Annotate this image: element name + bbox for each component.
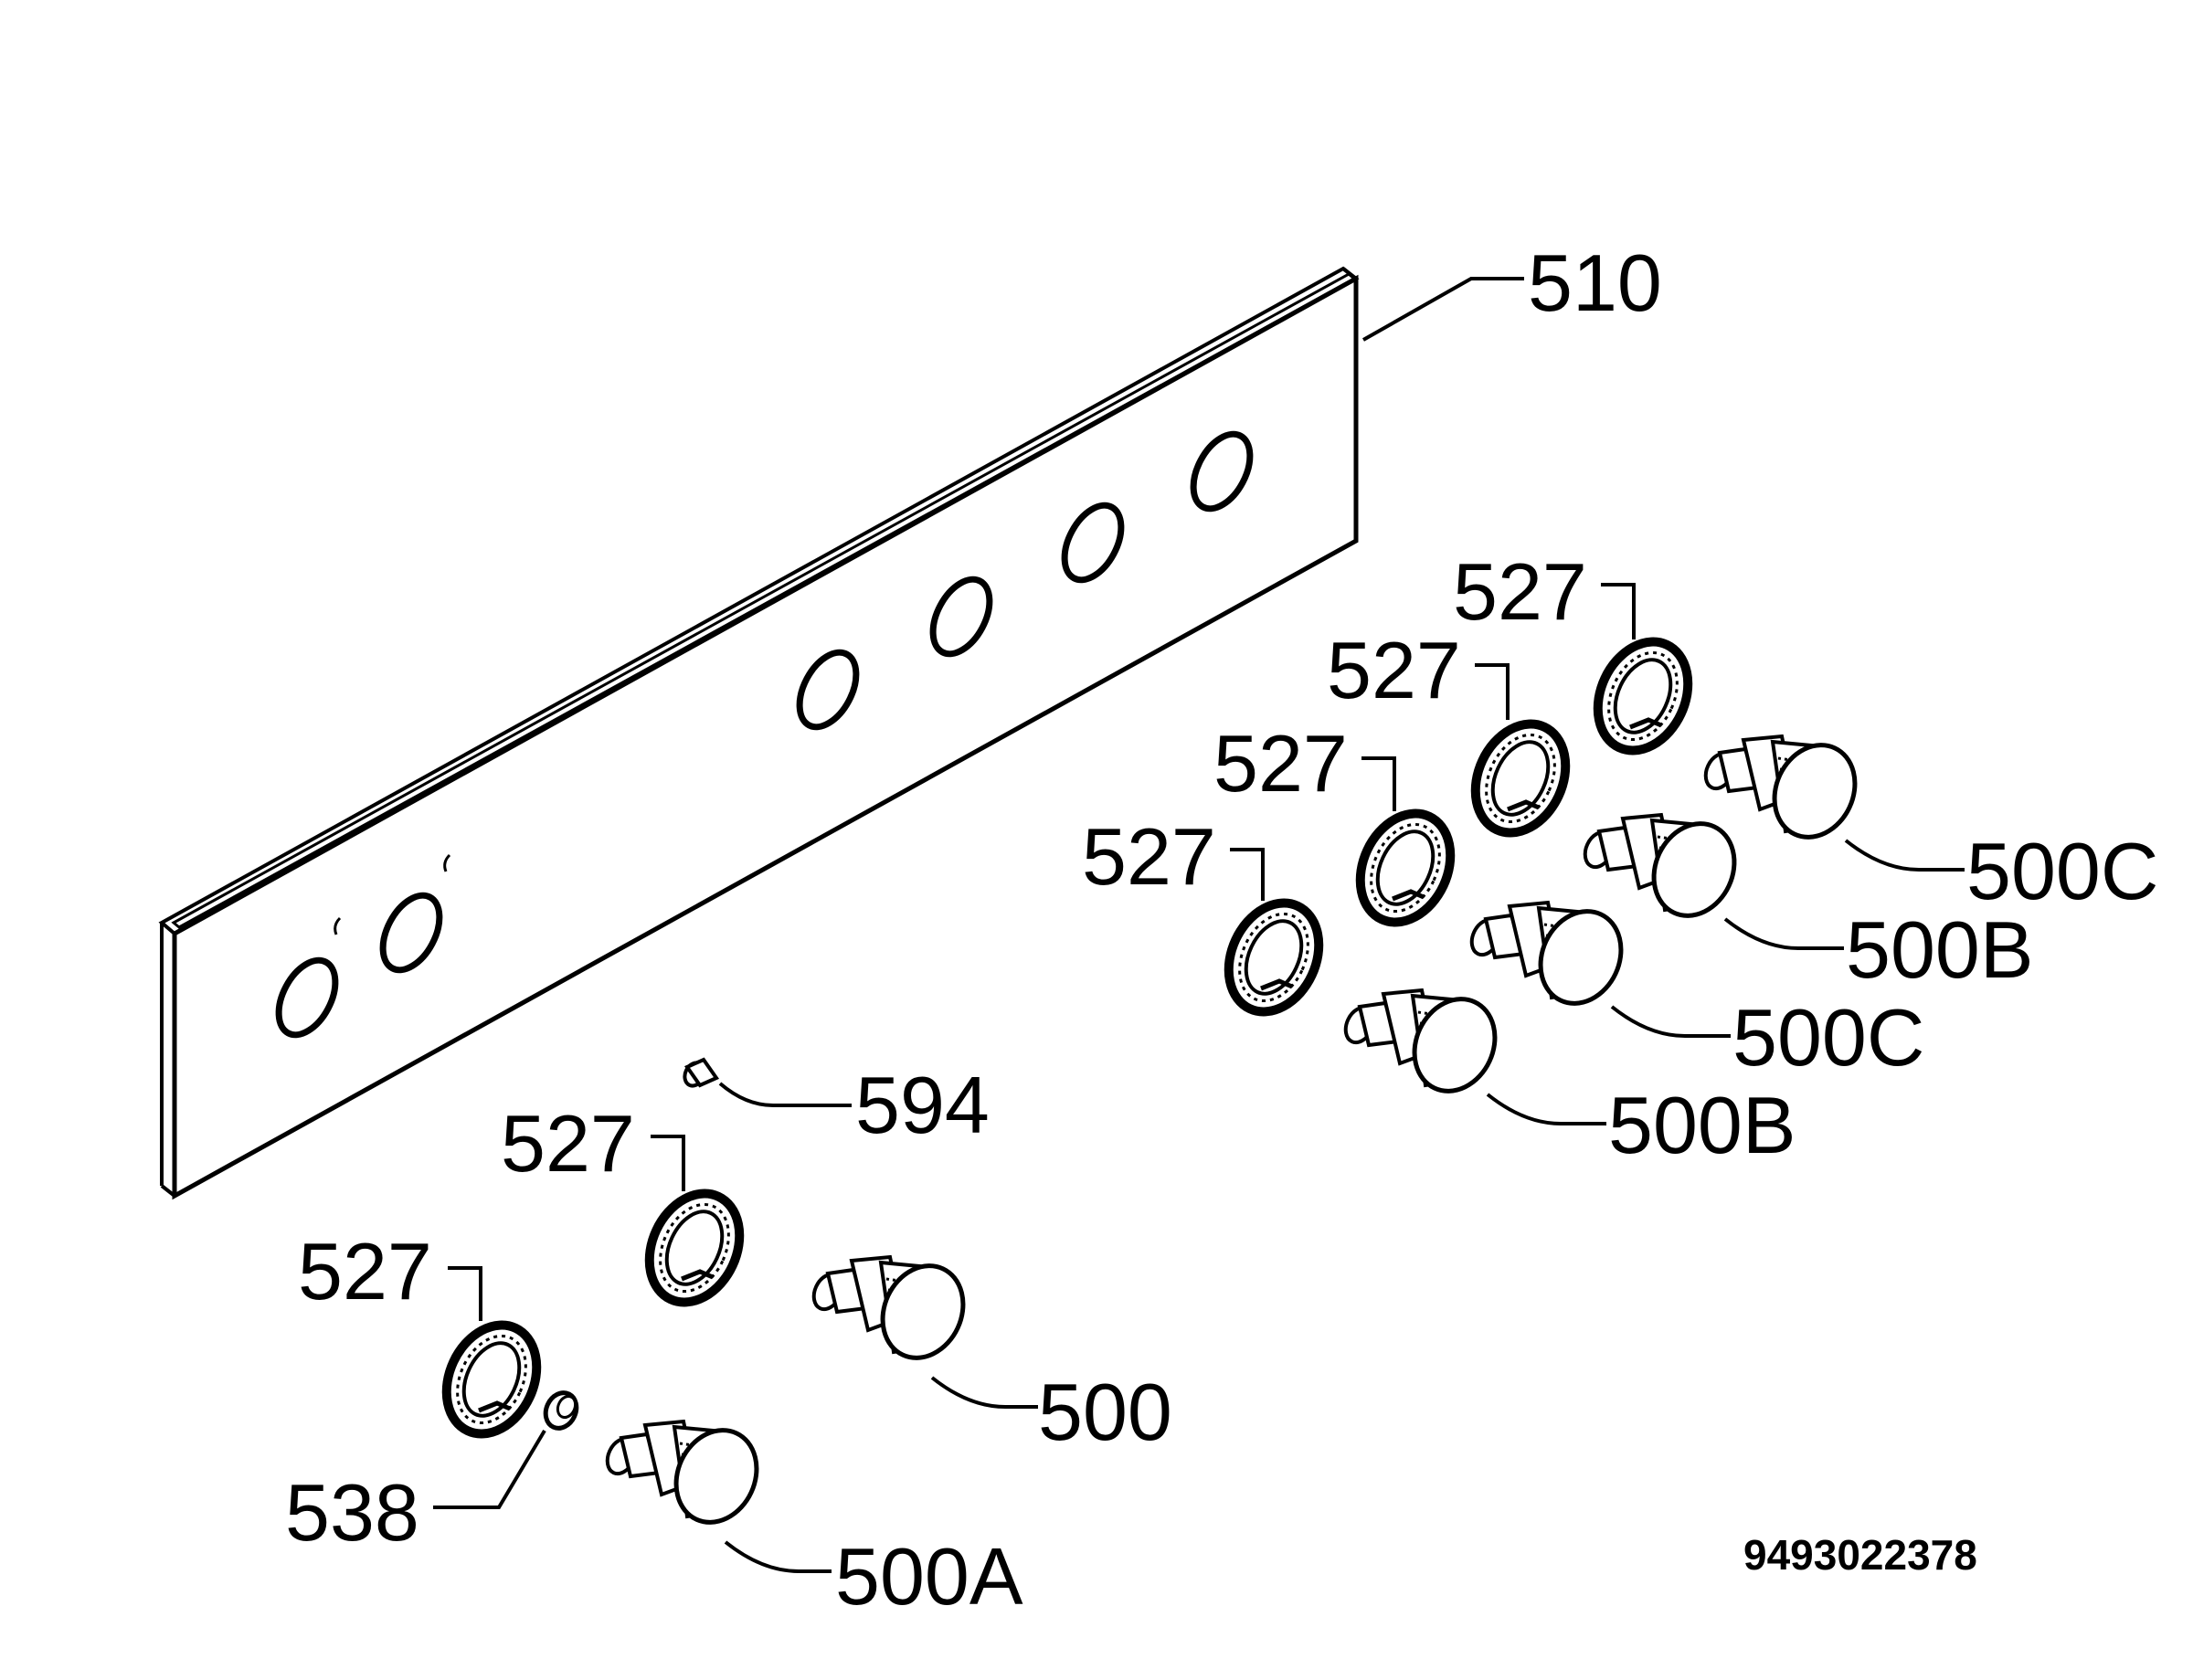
bezel-ring xyxy=(632,1178,757,1316)
bezel-ring xyxy=(1212,888,1336,1026)
control-knob xyxy=(1580,810,1749,929)
panel-knob-hole xyxy=(796,649,860,731)
callout-500a: 500A xyxy=(835,1531,1023,1622)
control-knob xyxy=(809,1252,978,1371)
control-panel-510 xyxy=(158,266,1360,1200)
panel-knob-hole xyxy=(379,892,443,974)
panel-knob-hole xyxy=(275,956,339,1039)
bezel-ring xyxy=(1458,709,1583,847)
callout-527: 527 xyxy=(1327,625,1461,715)
panel-knob-hole xyxy=(929,576,993,658)
bezel-ring xyxy=(1343,798,1467,936)
callout-500c: 500C xyxy=(1966,826,2158,916)
callout-594: 594 xyxy=(855,1060,990,1150)
callout-500b: 500B xyxy=(1846,904,2034,995)
callout-538: 538 xyxy=(285,1467,419,1558)
callout-500c: 500C xyxy=(1732,992,1924,1083)
callout-527: 527 xyxy=(298,1226,432,1316)
pin-594 xyxy=(683,1057,720,1088)
bezel-ring xyxy=(1581,627,1705,765)
callout-527: 527 xyxy=(1453,546,1587,637)
control-knob xyxy=(1340,986,1510,1104)
bezel-ring xyxy=(429,1310,554,1448)
control-knob xyxy=(602,1417,771,1536)
callout-527: 527 xyxy=(1213,718,1348,808)
callout-500b: 500B xyxy=(1608,1080,1796,1170)
callout-510: 510 xyxy=(1528,238,1662,328)
drawing-code: 9493022378 xyxy=(1743,1531,1977,1579)
spacer-538 xyxy=(543,1390,579,1431)
panel-knob-hole xyxy=(1190,430,1254,512)
control-knob xyxy=(1467,898,1636,1017)
panel-knob-hole xyxy=(1061,502,1125,584)
callout-527: 527 xyxy=(1082,811,1216,902)
callout-527: 527 xyxy=(501,1098,635,1189)
callout-500: 500 xyxy=(1038,1367,1172,1457)
